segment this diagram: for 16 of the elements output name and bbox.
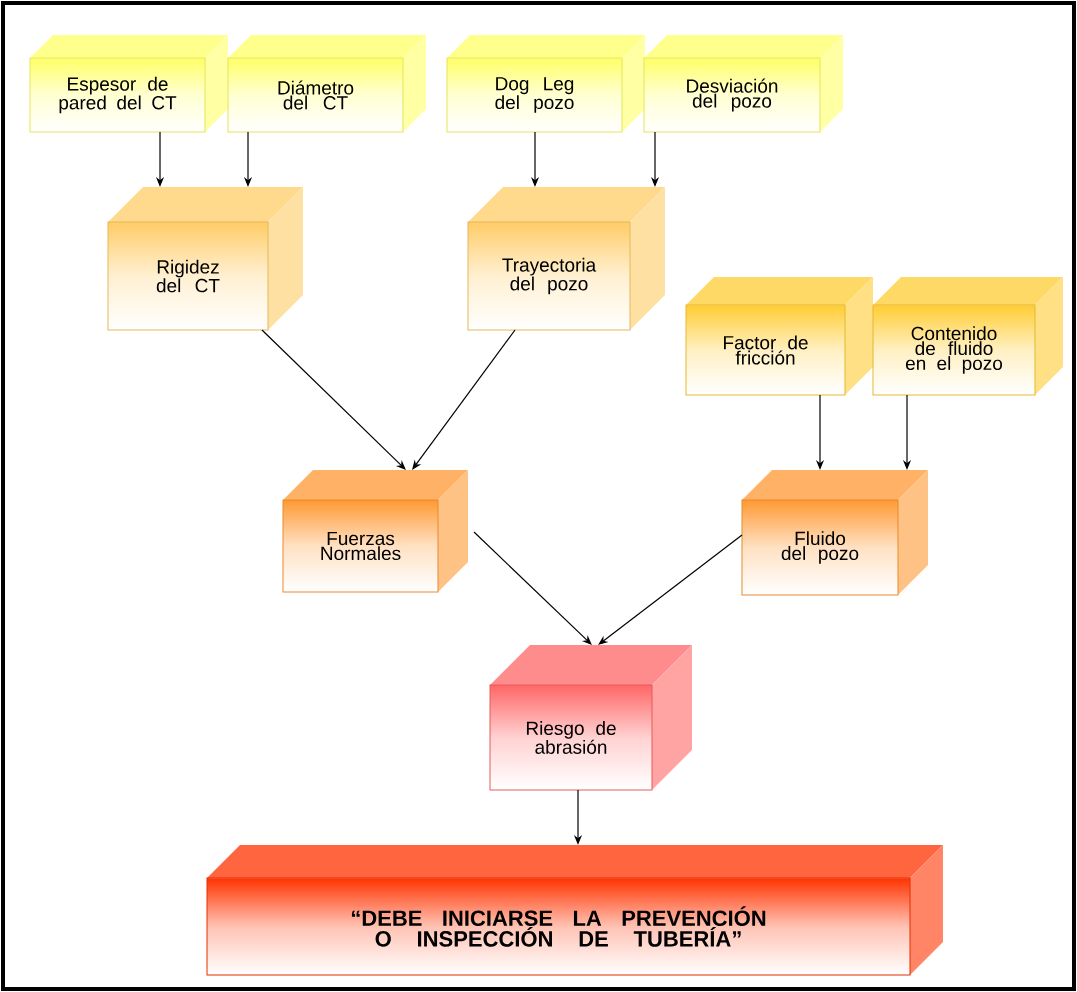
arrow (261, 329, 406, 470)
arrow (412, 329, 516, 470)
cube-box: Rigidez del CT (107, 187, 303, 331)
cube-box: Factor de fricción (685, 277, 873, 396)
arrow (473, 531, 592, 645)
cube-box: Contenido de fluido en el pozo (872, 277, 1063, 396)
cube-box: Espesor de pared del CT (29, 35, 228, 133)
cube-box: Riesgo de abrasión (489, 645, 692, 791)
cube-box: Fuerzas Normales (282, 470, 468, 593)
arrow (598, 534, 743, 645)
cube-box: Dog Leg del pozo (446, 35, 645, 133)
cube-box: Diámetro del CT (227, 35, 426, 133)
cube-box: Fluido del pozo (741, 470, 928, 596)
cube-box: “DEBE INICIARSE LA PREVENCIÓN O INSPECCIÓN DE TUBERÍA” (206, 845, 943, 976)
cube-box: Trayectoria del pozo (467, 187, 665, 331)
cube-box: Desviación del pozo (643, 35, 843, 133)
